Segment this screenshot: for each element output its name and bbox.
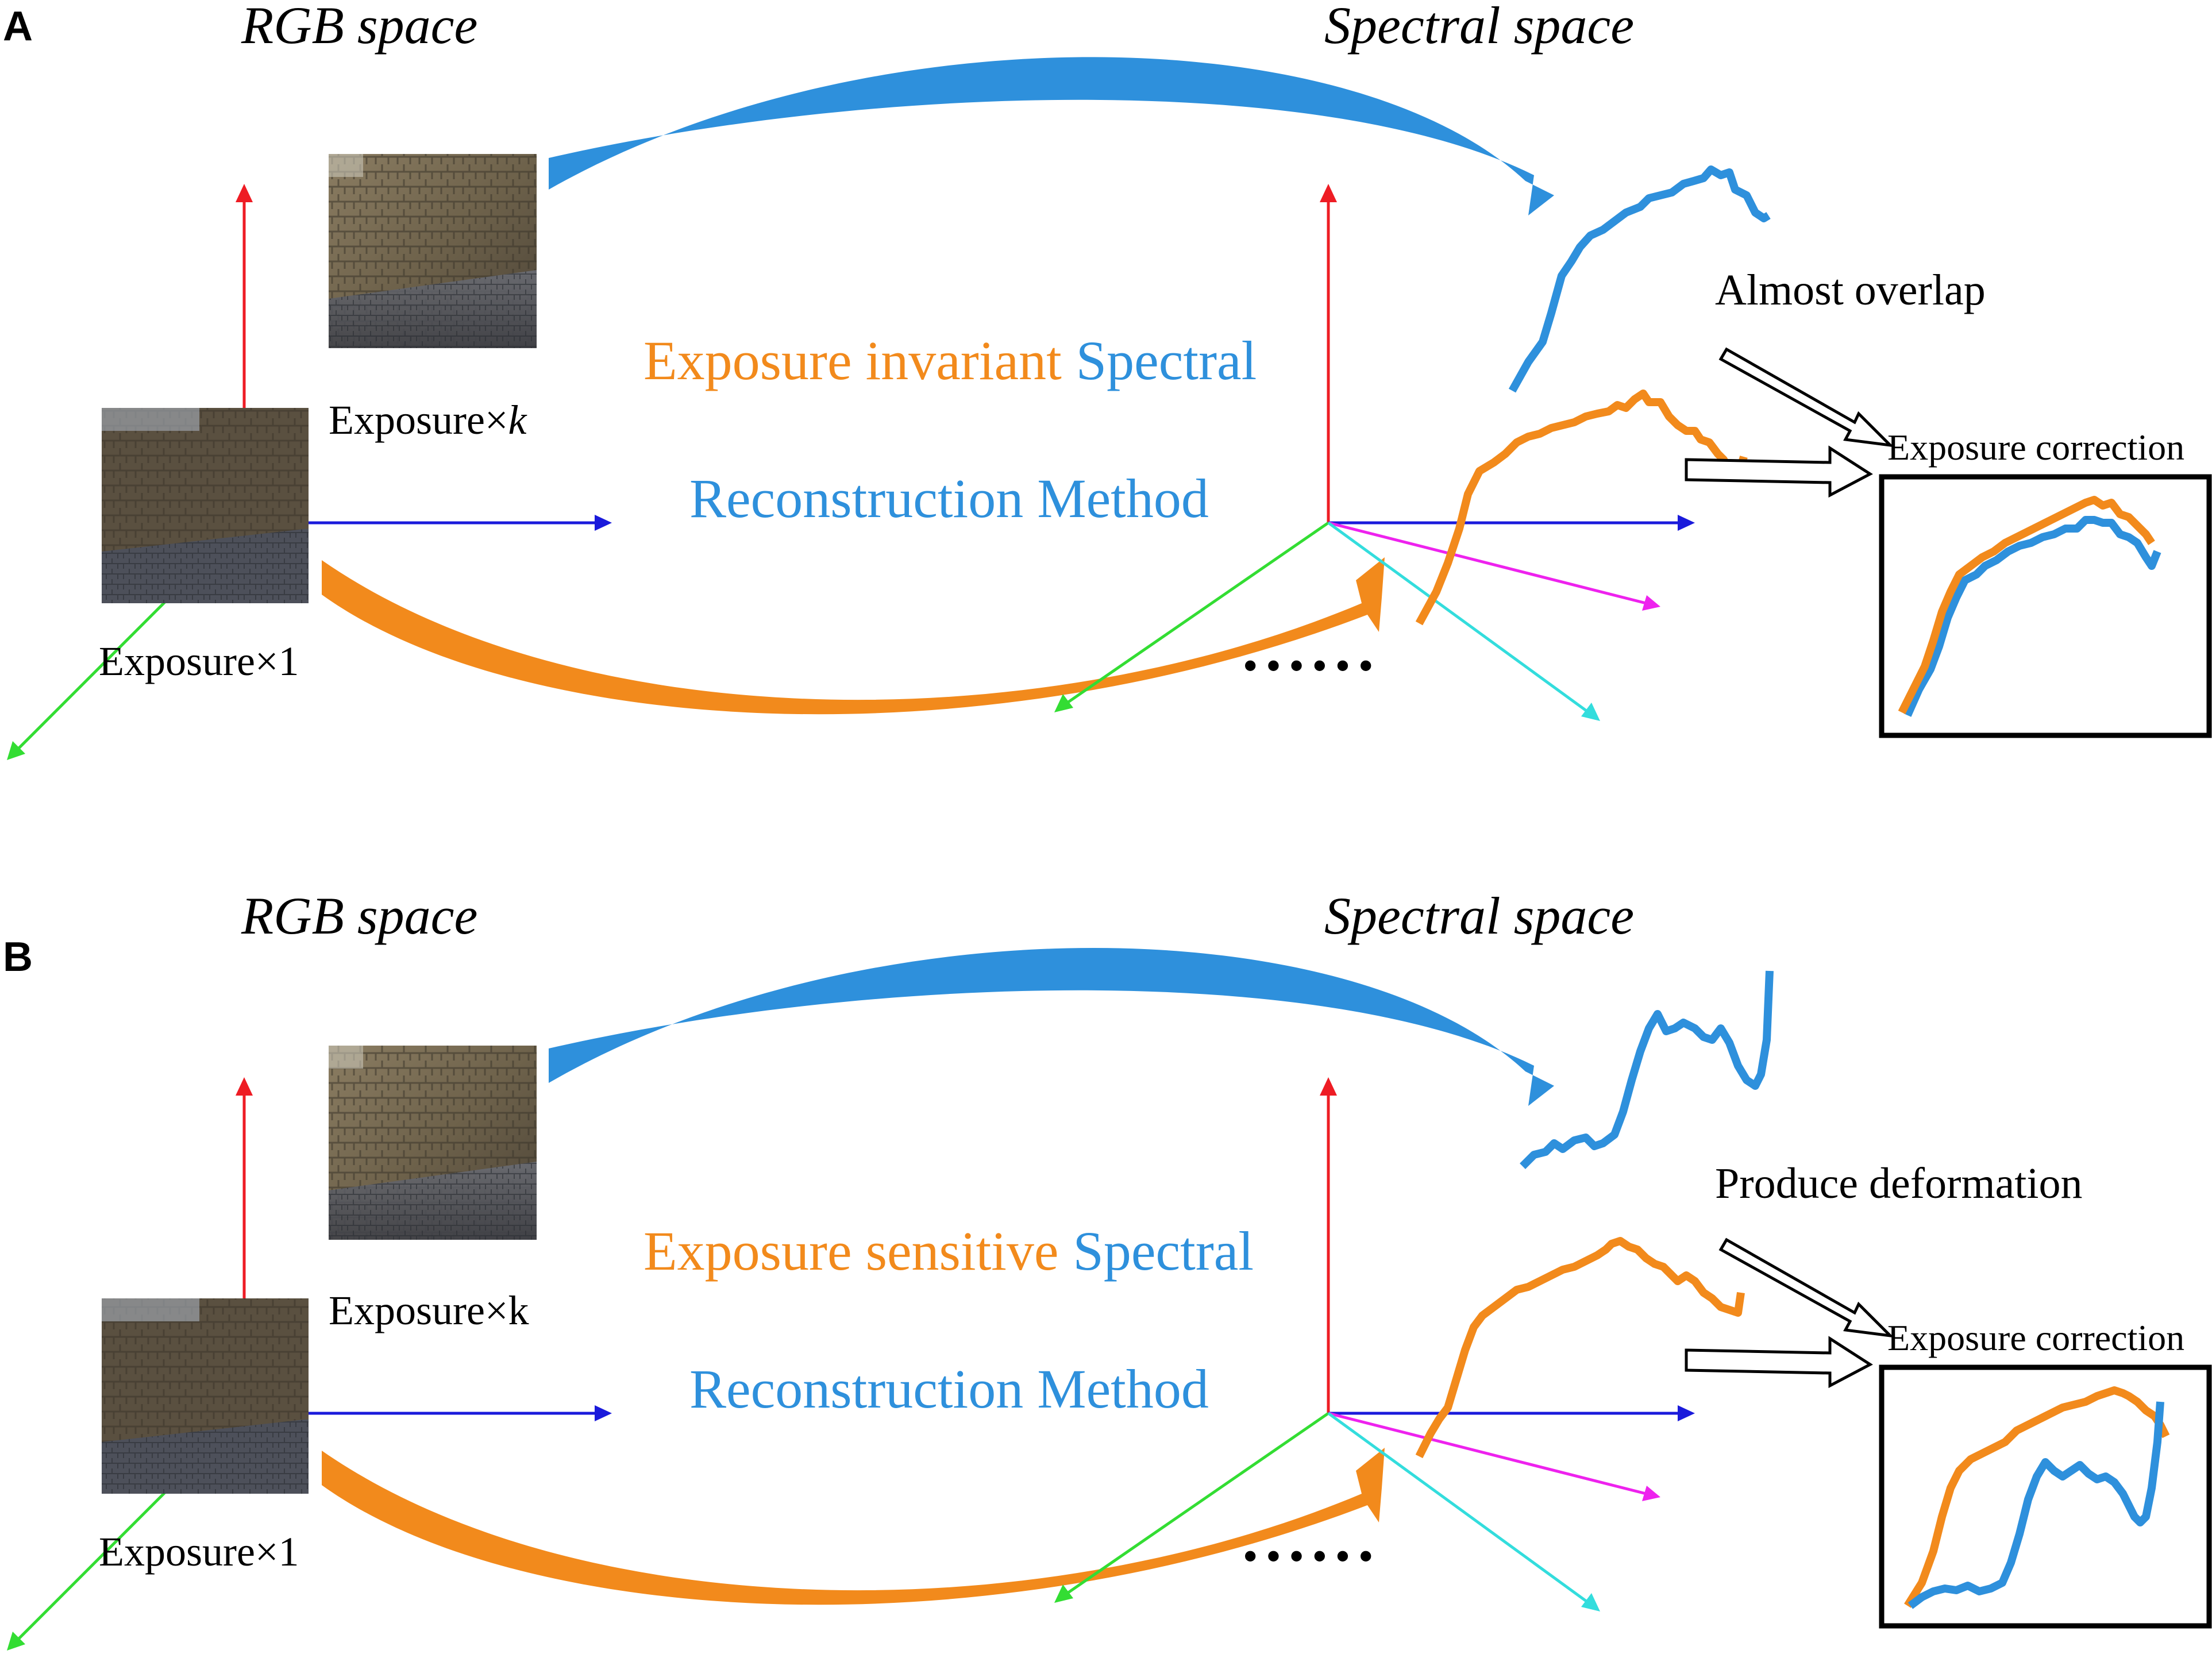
blue-arc-arrow xyxy=(549,947,1554,1106)
panel-b: B RGB space Spectral space xyxy=(3,886,2212,1651)
rgb-space-title: RGB space xyxy=(241,886,477,945)
rgb-space-title: RGB space xyxy=(241,0,477,55)
hollow-arrow xyxy=(1685,445,1873,498)
hollow-arrow xyxy=(1685,1336,1873,1389)
exposure-k-label: Exposure×k xyxy=(329,397,528,443)
exposure-correction-label: Exposure correction xyxy=(1887,427,2184,468)
spectral-space-title: Spectral space xyxy=(1324,886,1634,945)
spectral-axes xyxy=(1054,184,1695,721)
more-dimensions-ellipsis: • • • • • • xyxy=(1244,645,1372,686)
exposure-1-label: Exposure×1 xyxy=(99,1529,299,1575)
corrected-orange-curve xyxy=(1904,1386,2170,1608)
blue-spectrum-curve xyxy=(1508,165,1771,393)
image-exposure-k xyxy=(329,154,537,348)
image-exposure-1 xyxy=(102,1298,309,1494)
exposure-k-label: Exposure×k xyxy=(329,1287,529,1333)
orange-spectrum-curve xyxy=(1415,1237,1745,1459)
spectral-space-title: Spectral space xyxy=(1324,0,1634,55)
method-title-line2: Reconstruction Method xyxy=(689,468,1209,529)
more-dimensions-ellipsis: • • • • • • xyxy=(1244,1535,1372,1576)
exposure-correction-label: Exposure correction xyxy=(1887,1317,2184,1358)
orange-arc-arrow xyxy=(322,557,1385,715)
hollow-arrow xyxy=(1718,347,1894,448)
corrected-orange-curve xyxy=(1898,496,2155,715)
image-exposure-k xyxy=(329,1046,537,1240)
panel-label: B xyxy=(3,934,33,980)
spectral-axes xyxy=(1054,1077,1695,1611)
blue-spectrum-curve xyxy=(1520,970,1774,1169)
panel-a: A RGB space Spectral space xyxy=(3,0,2212,760)
correction-plot xyxy=(1879,1364,2212,1629)
panel-label: A xyxy=(3,3,33,49)
observation-label: Produce deformation xyxy=(1715,1159,2082,1208)
method-title-line2: Reconstruction Method xyxy=(689,1358,1209,1420)
observation-label: Almost overlap xyxy=(1715,266,1986,314)
orange-arc-arrow xyxy=(322,1448,1385,1605)
correction-plot xyxy=(1879,474,2212,738)
orange-spectrum-curve xyxy=(1415,390,1748,626)
corrected-blue-curve xyxy=(1903,516,2161,717)
exposure-1-label: Exposure×1 xyxy=(99,638,299,684)
corrected-blue-curve xyxy=(1907,1401,2164,1609)
image-exposure-1 xyxy=(102,408,309,603)
blue-arc-arrow xyxy=(549,57,1554,215)
hollow-arrow xyxy=(1718,1237,1894,1338)
